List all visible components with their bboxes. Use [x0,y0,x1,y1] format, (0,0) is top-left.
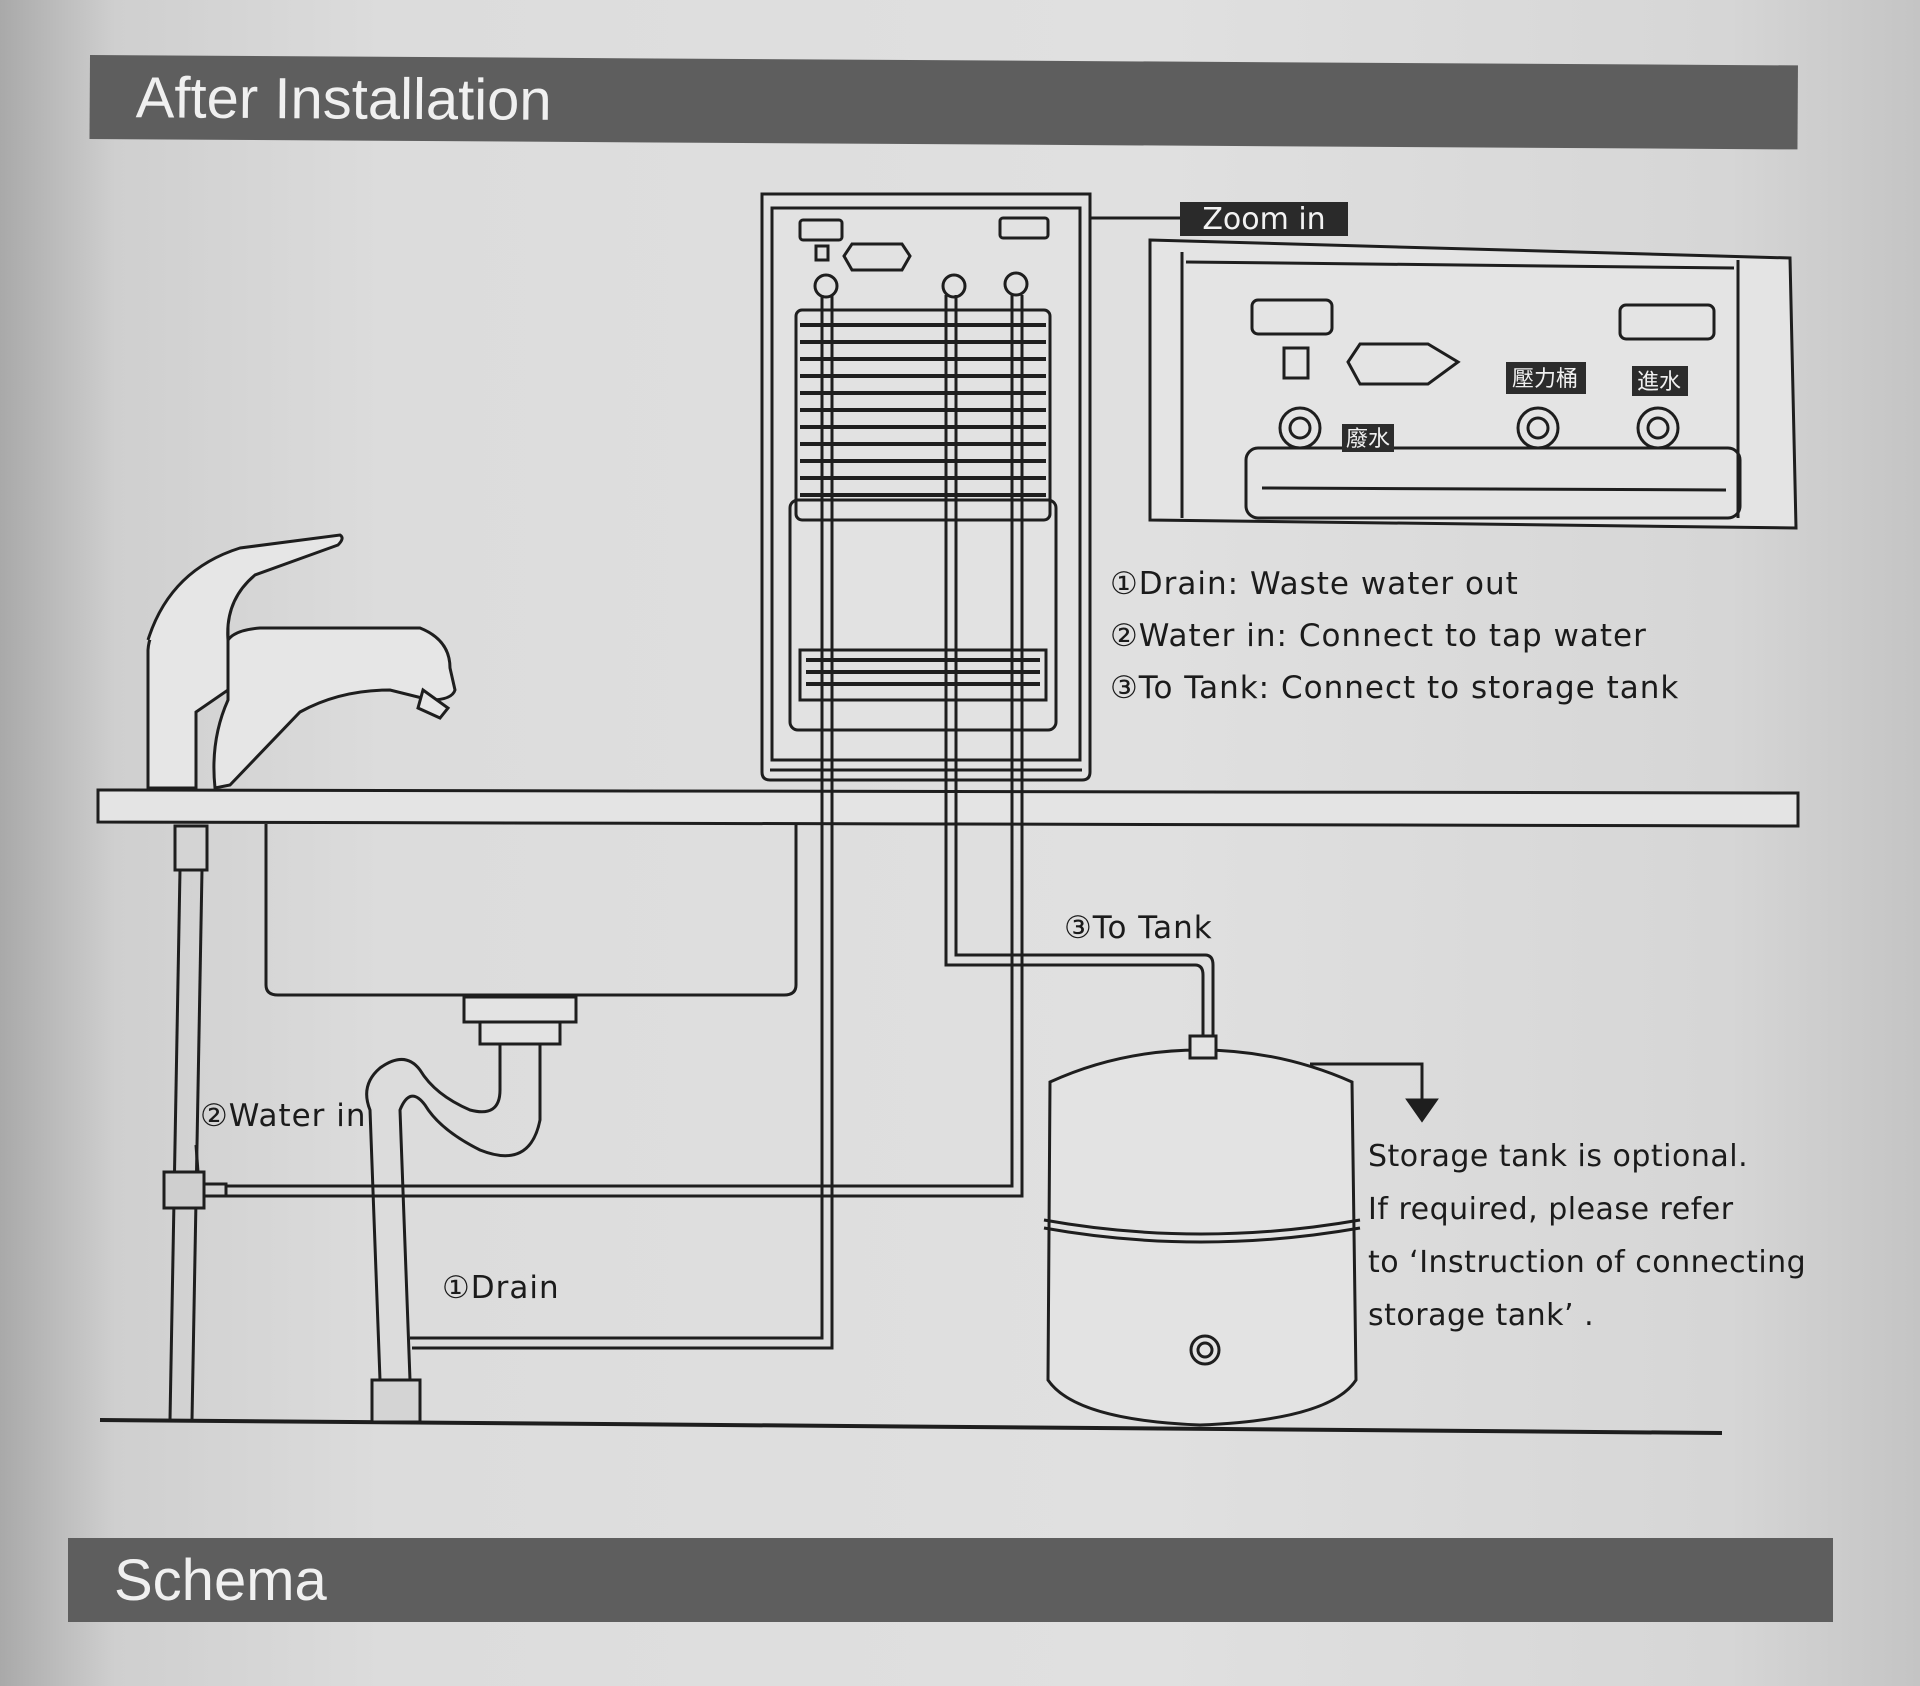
zoom-panel [1148,238,1798,530]
purifier-unit [760,192,1092,782]
faucet-icon [146,533,457,790]
countertop [96,788,1800,828]
legend-item-water-in: ②Water in: Connect to tap water [1110,618,1647,654]
tubing [226,295,1215,1350]
section-title: Schema [114,1547,327,1613]
callout-to-tank: ③To Tank [1064,910,1213,946]
storage-tank-note: Storage tank is optional. If required, p… [1368,1130,1806,1342]
floor-line [99,1418,1723,1435]
supply-valve-icon [162,824,228,1421]
zoom-in-tag: Zoom in [1180,202,1348,237]
zoom-label-pressure-tank: 壓力桶 [1512,367,1578,392]
note-line: If required, please refer [1368,1192,1734,1227]
section-header-schema: Schema [68,1538,1833,1622]
sink-icon [264,824,798,1424]
zoom-label-waste: 廢水 [1346,427,1390,452]
storage-tank-icon [1043,1034,1361,1427]
callout-drain: ①Drain [442,1270,560,1306]
note-arrow-icon [1310,1062,1439,1123]
zoom-label-water-in: 進水 [1637,370,1681,395]
legend-item-to-tank: ③To Tank: Connect to storage tank [1110,670,1680,706]
callout-water-in: ②Water in [200,1098,367,1134]
note-line: storage tank’ . [1368,1298,1595,1333]
note-line: Storage tank is optional. [1368,1139,1749,1174]
zoom-port-labels [1342,362,1688,452]
legend-item-drain: ①Drain: Waste water out [1110,566,1519,602]
note-line: to ‘Instruction of connecting [1368,1245,1807,1280]
